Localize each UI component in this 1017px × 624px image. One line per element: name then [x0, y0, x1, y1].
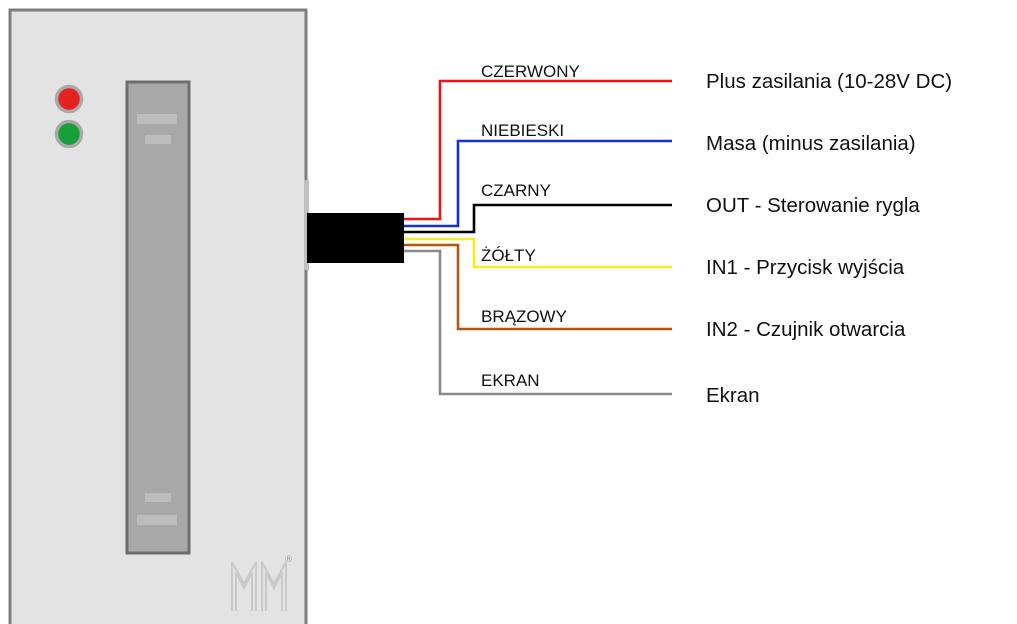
wire-black: [404, 203, 672, 234]
slot-mark-1: [137, 114, 177, 124]
wire-label-shield: EKRAN: [481, 371, 540, 390]
slot-mark-3: [145, 493, 171, 502]
wire-label-blue: NIEBIESKI: [481, 121, 564, 140]
brand-logo: [231, 561, 287, 611]
wire-label-black: CZARNY: [481, 181, 551, 200]
wire-shield: [404, 249, 672, 396]
wires: [404, 79, 672, 396]
wire-yellow: [404, 237, 672, 269]
wire-blue: [404, 139, 672, 228]
cable-gland: [304, 180, 309, 270]
wire-descriptions: Plus zasilania (10-28V DC) Masa (minus z…: [706, 70, 952, 407]
desc-exit-button: IN1 - Przycisk wyjścia: [706, 256, 905, 279]
desc-ground: Masa (minus zasilania): [706, 132, 916, 155]
wire-label-red: CZERWONY: [481, 62, 580, 81]
registered-mark: ®: [284, 555, 293, 565]
wire-brown: [404, 243, 672, 331]
desc-power-plus: Plus zasilania (10-28V DC): [706, 70, 952, 93]
wire-labels: CZERWONY NIEBIESKI CZARNY ŻÓŁTY BRĄZOWY …: [481, 62, 580, 390]
led-red: [54, 84, 84, 114]
wire-red: [404, 79, 672, 221]
cable-sheath: [307, 213, 404, 263]
slot-mark-2: [145, 135, 171, 144]
slot-mark-4: [137, 515, 177, 525]
desc-shield: Ekran: [706, 384, 760, 407]
card-slot: [125, 80, 191, 555]
led-green: [54, 119, 84, 149]
wire-label-brown: BRĄZOWY: [481, 307, 567, 326]
desc-door-sensor: IN2 - Czujnik otwarcia: [706, 318, 906, 341]
wire-label-yellow: ŻÓŁTY: [481, 246, 536, 265]
desc-lock-output: OUT - Sterowanie rygla: [706, 194, 920, 217]
reader-device: ®: [8, 8, 309, 624]
